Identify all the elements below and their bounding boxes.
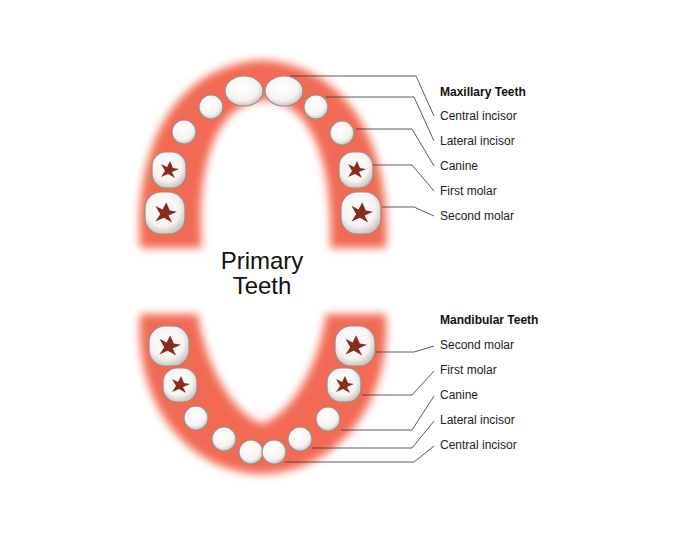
tooth-label: Lateral incisor (440, 134, 515, 149)
tooth (172, 120, 196, 144)
tooth-label: First molar (440, 184, 497, 199)
tooth (152, 152, 186, 188)
tooth (149, 326, 189, 366)
molar-fissure (159, 335, 181, 355)
leader-line (362, 371, 434, 395)
leader-line (356, 129, 434, 166)
tooth (327, 368, 361, 402)
tooth-label: Lateral incisor (440, 413, 515, 428)
leader-line (285, 446, 434, 462)
tooth (316, 407, 340, 431)
molar-fissure (172, 376, 190, 393)
diagram-title: Primary Teeth (207, 248, 317, 298)
tooth (163, 368, 197, 402)
tooth-label: Canine (440, 388, 478, 403)
leader-line (341, 396, 434, 430)
molar-fissure (351, 202, 373, 222)
tooth (341, 192, 381, 234)
tooth (239, 440, 263, 464)
tooth (335, 326, 375, 366)
leader-line (376, 346, 434, 352)
leader-line (382, 207, 434, 216)
molar-fissure (345, 335, 367, 355)
group-heading: Mandibular Teeth (440, 313, 538, 328)
molar-fissure (155, 202, 177, 222)
tooth-label: Second molar (440, 338, 514, 353)
leader-line (373, 165, 434, 191)
tooth-label: First molar (440, 363, 497, 378)
upper-gum (139, 60, 386, 248)
tooth (262, 440, 286, 464)
tooth-label: Central incisor (440, 109, 517, 124)
tooth (199, 95, 223, 119)
tooth (265, 76, 303, 106)
tooth (145, 192, 185, 234)
molar-fissure (336, 376, 354, 393)
tooth-label: Central incisor (440, 438, 517, 453)
leader-line (326, 97, 434, 141)
leader-line (290, 76, 434, 116)
tooth (288, 427, 312, 451)
molar-fissure (348, 161, 366, 178)
tooth (184, 406, 208, 430)
lower-gum (140, 314, 387, 474)
group-heading: Maxillary Teeth (440, 85, 526, 100)
tooth (304, 95, 328, 119)
tooth (330, 121, 354, 145)
molar-fissure (161, 161, 179, 178)
tooth-label: Second molar (440, 209, 514, 224)
leader-line (312, 421, 434, 448)
tooth (212, 427, 236, 451)
tooth (225, 76, 263, 106)
tooth-label: Canine (440, 159, 478, 174)
tooth (339, 152, 373, 188)
